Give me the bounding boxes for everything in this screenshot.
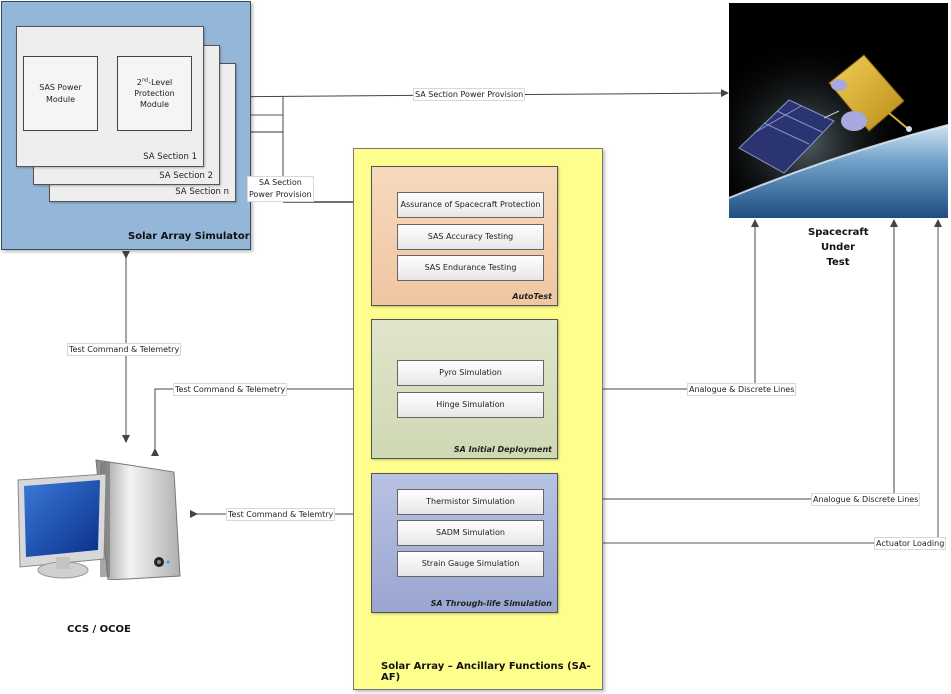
protection-rest: -Level Protection Module: [134, 77, 175, 110]
label-sa-power-side-line1: SA Section: [258, 178, 302, 187]
spacecraft-illustration: [729, 3, 948, 218]
satellite-body-shape: [828, 54, 912, 132]
item-pyro-simulation[interactable]: Pyro Simulation: [397, 360, 544, 386]
group-initial-deployment[interactable]: Pyro Simulation Hinge Simulation SA Init…: [371, 319, 558, 459]
protection-module-label: 2nd-Level Protection Module: [125, 77, 185, 111]
label-tc-life: Test Command & Telemtry: [226, 508, 336, 521]
group-through-life[interactable]: Thermistor Simulation SADM Simulation St…: [371, 473, 558, 613]
label-tc-sas: Test Command & Telemetry: [67, 343, 182, 356]
item-sas-endurance[interactable]: SAS Endurance Testing: [397, 255, 544, 281]
solar-panel-shape: [738, 99, 835, 174]
label-analogue-2: Analogue & Discrete Lines: [811, 493, 921, 506]
computer-icon: [17, 459, 181, 581]
item-hinge-simulation[interactable]: Hinge Simulation: [397, 392, 544, 418]
sa-section-2-label: SA Section 2: [159, 171, 213, 181]
label-tc-deploy: Test Command & Telemetry: [173, 383, 288, 396]
label-sa-power-side-line2: Power Provision: [249, 190, 312, 199]
label-sa-power-top: SA Section Power Provision: [413, 88, 526, 101]
item-strain-gauge-simulation[interactable]: Strain Gauge Simulation: [397, 551, 544, 577]
earth-shape: [729, 125, 948, 218]
group-autotest-label: AutoTest: [512, 292, 552, 301]
protection-prefix: 2: [136, 77, 142, 87]
group-through-life-label: SA Through-life Simulation: [430, 599, 552, 608]
group-autotest[interactable]: Assurance of Spacecraft Protection SAS A…: [371, 166, 558, 306]
sas-power-module[interactable]: SAS Power Module: [23, 56, 98, 131]
sas-power-module-label: SAS Power Module: [39, 83, 82, 104]
ccs-title: CCS / OCOE: [67, 624, 131, 635]
protection-sup: nd: [141, 77, 149, 84]
ccs-computer[interactable]: [8, 452, 186, 581]
item-sadm-simulation[interactable]: SADM Simulation: [397, 520, 544, 546]
item-sas-accuracy[interactable]: SAS Accuracy Testing: [397, 224, 544, 250]
item-assurance-protection[interactable]: Assurance of Spacecraft Protection: [397, 192, 544, 218]
label-actuator: Actuator Loading: [874, 537, 947, 550]
protection-module[interactable]: 2nd-Level Protection Module: [117, 56, 192, 131]
sas-title: Solar Array Simulator: [128, 231, 250, 242]
spacecraft-title-line2: Under Test: [820, 242, 856, 268]
sa-af-title: Solar Array – Ancillary Functions (SA-AF…: [381, 661, 591, 683]
tc-deploy-line: [151, 385, 371, 456]
label-sa-power-side: SA Section Power Provision: [247, 176, 314, 202]
label-analogue-1: Analogue & Discrete Lines: [687, 383, 797, 396]
spacecraft-title-line1: Spacecraft: [808, 227, 869, 238]
sa-section-n-label: SA Section n: [175, 187, 229, 197]
sa-section-1-label: SA Section 1: [143, 152, 197, 162]
group-initial-deployment-label: SA Initial Deployment: [453, 445, 552, 454]
item-thermistor-simulation[interactable]: Thermistor Simulation: [397, 489, 544, 515]
spacecraft-title: Spacecraft Under Test: [808, 225, 869, 270]
spacecraft-image[interactable]: [729, 3, 948, 218]
